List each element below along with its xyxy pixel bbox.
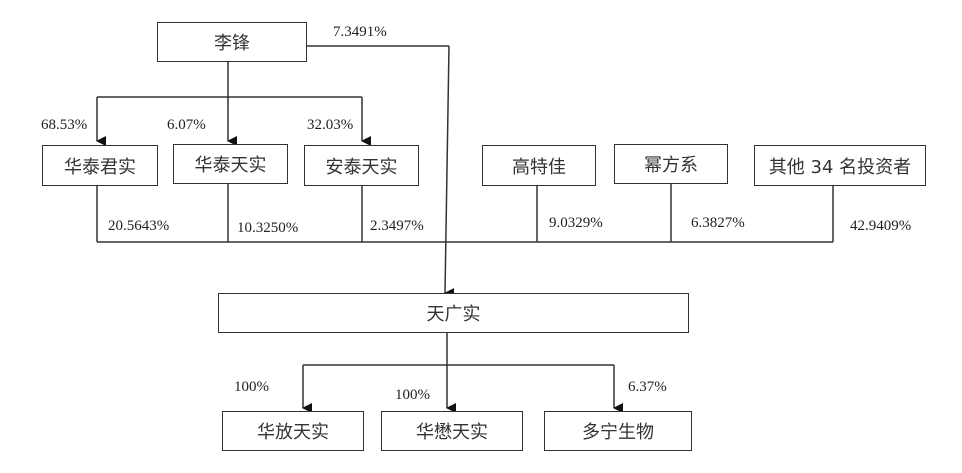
node-huatai-tianshi: 华泰天实 (173, 144, 288, 184)
pct-huatai-junshi: 68.53% (41, 117, 88, 133)
node-mifangxi: 幂方系 (614, 144, 728, 184)
node-gaotejia: 高特佳 (482, 145, 596, 186)
stake-other-investors: 42.9409% (850, 218, 912, 234)
stake-gaotejia: 9.0329% (549, 215, 603, 231)
node-huatai-junshi: 华泰君实 (42, 145, 158, 186)
node-label: 天广实 (426, 304, 481, 325)
pct-huatai-tianshi: 6.07% (167, 117, 206, 133)
node-huamao-tianshi: 华懋天实 (381, 411, 523, 451)
node-label: 华泰君实 (64, 156, 136, 178)
node-label: 幂方系 (644, 155, 698, 176)
node-antai-tianshi: 安泰天实 (304, 145, 419, 186)
node-label: 其他 34 名投资者 (768, 156, 912, 178)
node-huafang-tianshi: 华放天实 (222, 411, 364, 451)
pct-huamao-tianshi: 100% (395, 387, 430, 403)
li-feng-direct-pct: 7.3491% (333, 24, 387, 40)
node-label: 高特佳 (512, 156, 566, 178)
stake-huatai-tianshi: 10.3250% (237, 220, 299, 236)
node-label: 华放天实 (257, 422, 329, 443)
node-label: 华懋天实 (416, 422, 488, 443)
stake-mifangxi: 6.3827% (691, 215, 745, 231)
pct-duoning-bio: 6.37% (628, 379, 667, 395)
node-tianguangshi: 天广实 (218, 293, 689, 333)
node-other-investors: 其他 34 名投资者 (754, 145, 926, 186)
stake-antai-tianshi: 2.3497% (370, 218, 424, 234)
node-label: 多宁生物 (582, 422, 654, 443)
pct-huafang-tianshi: 100% (234, 379, 269, 395)
node-label: 华泰天实 (194, 155, 267, 176)
pct-antai-tianshi: 32.03% (307, 117, 354, 133)
node-label: 李锋 (214, 33, 250, 54)
node-duoning-bio: 多宁生物 (544, 411, 692, 451)
stake-huatai-junshi: 20.5643% (108, 218, 170, 234)
node-li-feng: 李锋 (157, 22, 307, 62)
node-label: 安泰天实 (325, 156, 398, 178)
